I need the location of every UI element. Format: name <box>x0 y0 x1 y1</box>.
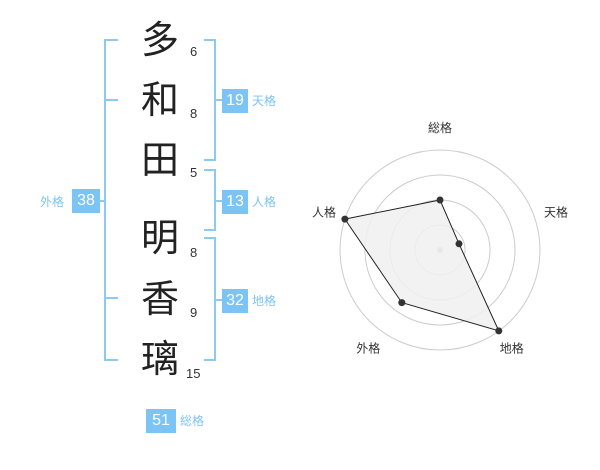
chikaku-badge: 32 <box>222 289 248 313</box>
gaikaku-badge: 38 <box>72 189 100 213</box>
radar-point-3 <box>398 299 406 307</box>
jinkaku-badge: 13 <box>222 190 248 214</box>
radar-axis-label-1: 天格 <box>544 204 568 219</box>
name-char-1: 多 <box>140 18 179 62</box>
soukaku-label: 総格 <box>180 414 205 428</box>
radar-axis-label-3: 外格 <box>356 341 380 356</box>
stroke-count-6: 15 <box>186 366 201 381</box>
radar-ring-3 <box>364 174 516 326</box>
chikaku-label: 地格 <box>252 294 277 308</box>
radar-polygon <box>344 199 500 332</box>
name-char-6: 璃 <box>140 337 179 381</box>
tenkaku-badge: 19 <box>222 89 248 113</box>
radar-point-1 <box>455 240 463 248</box>
jinkaku-label: 人格 <box>252 195 277 209</box>
stroke-count-2: 8 <box>190 106 198 121</box>
radar-point-4 <box>341 215 349 223</box>
radar-axis-label-4: 人格 <box>312 204 336 219</box>
radar-point-0 <box>436 196 444 204</box>
radar-axis-label-0: 総格 <box>428 120 452 135</box>
name-char-4: 明 <box>140 216 179 260</box>
gaikaku-label: 外格 <box>40 195 65 209</box>
name-char-3: 田 <box>140 138 179 182</box>
stroke-count-4: 8 <box>190 245 198 260</box>
bracket-lines <box>92 39 222 361</box>
radar-axis-label-2: 地格 <box>500 341 524 356</box>
name-char-2: 和 <box>140 78 179 122</box>
tenkaku-label: 天格 <box>252 94 277 108</box>
name-char-5: 香 <box>140 277 179 321</box>
stroke-count-3: 5 <box>190 165 198 180</box>
radar-point-2 <box>495 327 503 335</box>
radar-ring-4 <box>339 149 541 351</box>
stroke-count-1: 6 <box>190 44 198 59</box>
soukaku-badge: 51 <box>146 409 176 433</box>
name-diagram: 多 和 田 明 香 璃 6 8 5 8 9 15 19 天格 13 人格 32 … <box>40 18 277 433</box>
stroke-count-5: 9 <box>190 305 198 320</box>
